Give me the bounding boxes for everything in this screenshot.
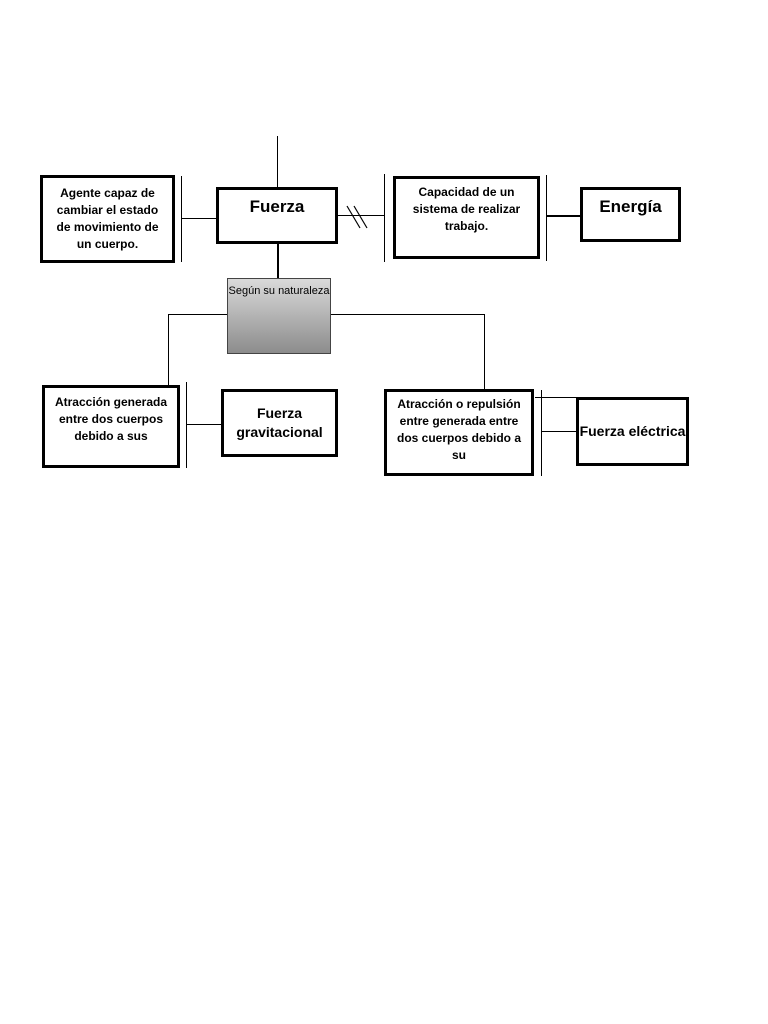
fuerza-node: Fuerza — [216, 187, 338, 244]
bracket-right-energia-def — [546, 175, 547, 261]
not-equal-slashes — [346, 205, 368, 229]
line-segun-left-v — [168, 314, 169, 387]
fuerza-gravitacional-node: Fuerza gravitacional — [221, 389, 338, 457]
line-def-to-fuerza — [182, 218, 217, 219]
line-fuerza-to-energia-def — [337, 215, 384, 216]
line-segun-right-h — [330, 314, 484, 315]
bracket-left-energia-def — [384, 174, 385, 262]
line-segun-right-v — [484, 314, 485, 390]
line-elec-def-to-elec — [542, 431, 577, 432]
line-fuerza-to-segun — [277, 243, 279, 279]
gravitacional-definition: Atracción generada entre dos cuerpos deb… — [42, 385, 180, 468]
line-grav-def-to-grav — [187, 424, 222, 425]
segun-su-naturaleza-node: Según su naturaleza — [227, 278, 331, 354]
bracket-elec-def — [541, 390, 542, 476]
bracket-left-fuerza-def — [181, 176, 182, 262]
line-top-stub — [277, 136, 278, 188]
electrica-definition: Atracción o repulsión entre generada ent… — [384, 389, 534, 476]
bracket-grav-def — [186, 382, 187, 468]
energia-node: Energía — [580, 187, 681, 242]
fuerza-definition: Agente capaz de cambiar el estado de mov… — [40, 175, 175, 263]
energia-definition: Capacidad de un sistema de realizar trab… — [393, 176, 540, 259]
fuerza-electrica-node: Fuerza eléctrica — [576, 397, 689, 466]
line-segun-left-h — [168, 314, 228, 315]
line-energia-def-to-energia — [547, 215, 581, 217]
